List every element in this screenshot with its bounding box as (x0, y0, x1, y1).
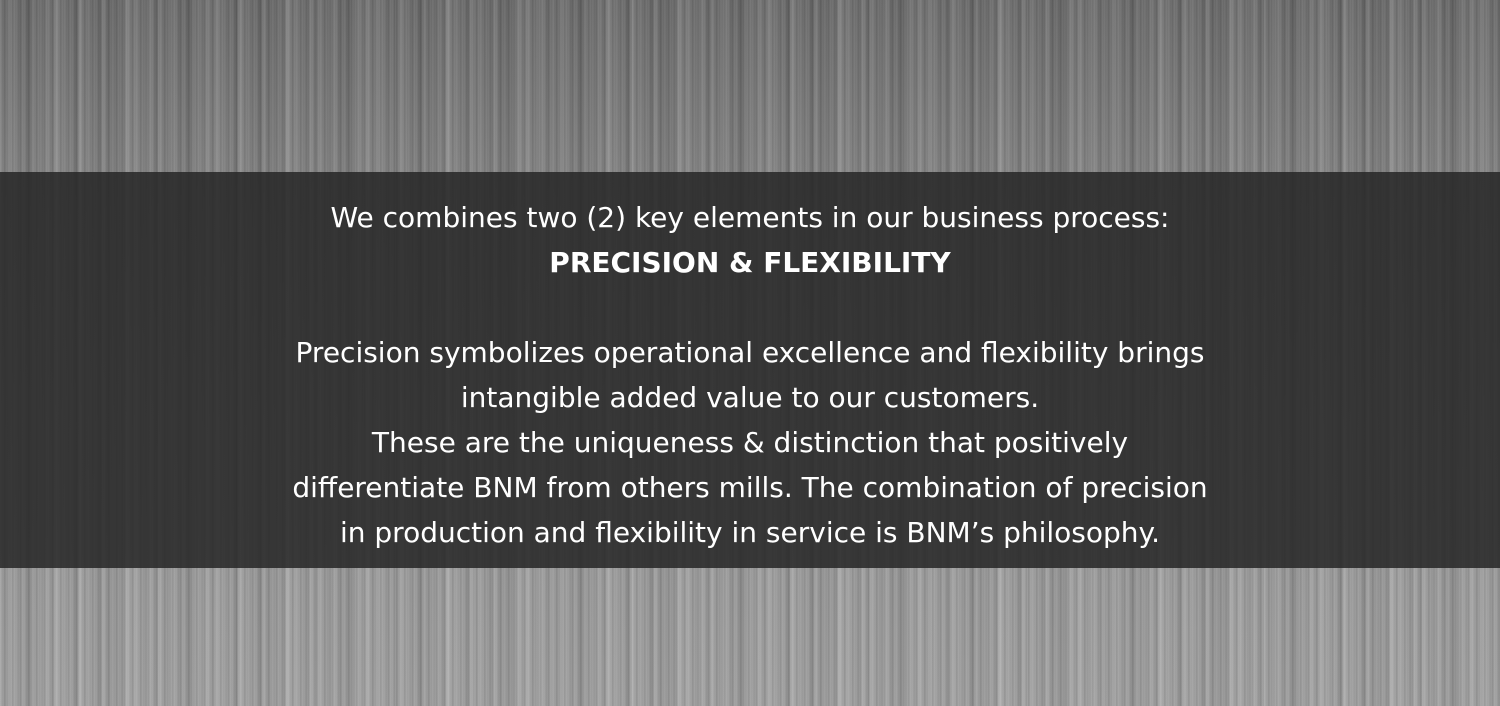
intro-text: We combines two (2) key elements in our … (330, 201, 1170, 234)
body-line: These are the uniqueness & distinction t… (371, 426, 1129, 459)
headline-text: PRECISION & FLEXIBILITY (549, 246, 951, 279)
philosophy-text-block: We combines two (2) key elements in our … (0, 172, 1500, 555)
body-line: intangible added value to our customers. (460, 381, 1040, 414)
body-line: Precision symbolizes operational excelle… (295, 336, 1205, 369)
body-paragraph: Precision symbolizes operational excelle… (0, 330, 1500, 555)
text-overlay-band: We combines two (2) key elements in our … (0, 172, 1500, 568)
body-line: differentiate BNM from others mills. The… (292, 471, 1208, 504)
body-line: in production and flexibility in service… (339, 516, 1161, 549)
